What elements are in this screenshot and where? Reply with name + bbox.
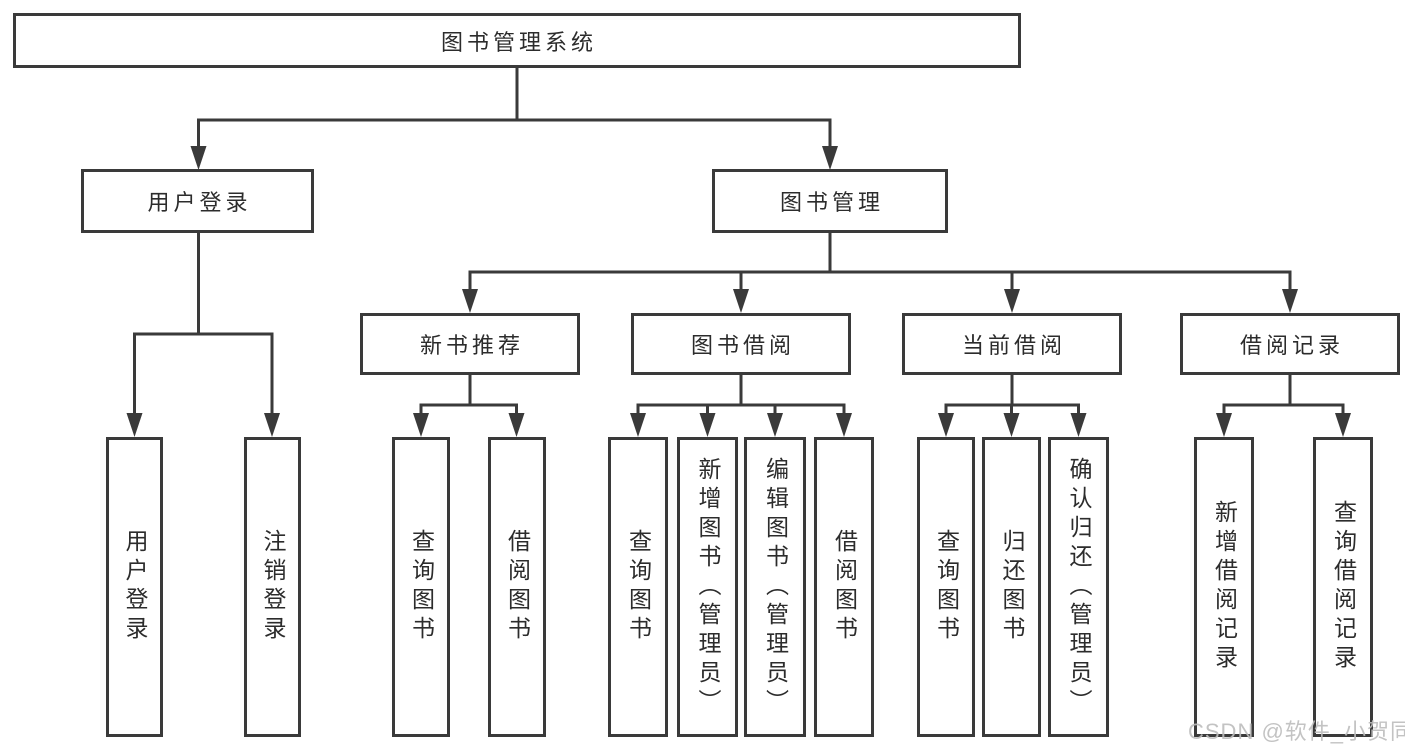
leaf-query-books-1: 查询图书 [392, 437, 450, 737]
node-label: 注销登录 [260, 529, 286, 645]
leaf-query-borrow-record: 查询借阅记录 [1313, 437, 1373, 737]
node-label: 查询图书 [933, 529, 960, 645]
node-label: 用户登录 [122, 529, 148, 645]
node-label: 查询图书 [625, 529, 652, 645]
connector-bookborrow-to-leaves [630, 375, 852, 437]
leaf-user-login: 用户登录 [106, 437, 163, 737]
node-label: 当前借阅 [961, 333, 1066, 358]
connector-newbooks-to-leaves [413, 375, 525, 437]
leaf-query-books-3: 查询图书 [917, 437, 975, 737]
connector-currentborrow-to-leaves [938, 375, 1087, 437]
leaf-borrow-books-1: 借阅图书 [488, 437, 546, 737]
node-book-borrow: 图书借阅 [631, 313, 851, 375]
node-label: 新增图书（管理员） [695, 456, 721, 718]
connector-bookmgmt-to-level3 [462, 233, 1298, 313]
node-label: 图书管理系统 [440, 29, 597, 55]
leaf-add-borrow-record: 新增借阅记录 [1194, 437, 1254, 737]
leaf-query-books-2: 查询图书 [608, 437, 668, 737]
leaf-logout: 注销登录 [244, 437, 301, 737]
node-label: 新书推荐 [419, 333, 524, 358]
node-label: 用户登录 [147, 190, 252, 215]
node-label: 图书借阅 [690, 333, 795, 358]
node-new-book-recommend: 新书推荐 [360, 313, 580, 375]
csdn-watermark: CSDN @软件_小贺同学 [1188, 719, 1405, 744]
node-label: 借阅记录 [1239, 333, 1344, 358]
node-label: 图书管理 [779, 190, 884, 215]
node-label: 借阅图书 [831, 529, 858, 645]
node-label: 编辑图书（管理员） [762, 456, 789, 718]
leaf-return-books: 归还图书 [982, 437, 1041, 737]
node-label: 查询图书 [408, 529, 435, 645]
leaf-confirm-return-admin: 确认归还（管理员） [1048, 437, 1109, 737]
node-label: 查询借阅记录 [1330, 500, 1357, 674]
node-borrow-records: 借阅记录 [1180, 313, 1400, 375]
node-root-system: 图书管理系统 [13, 13, 1021, 68]
node-label: 新增借阅记录 [1211, 500, 1238, 674]
node-book-management: 图书管理 [712, 169, 948, 233]
node-label: 归还图书 [999, 529, 1025, 645]
connector-userlogin-to-leaves [126, 233, 280, 437]
connector-root-to-level2 [190, 68, 838, 170]
node-user-login: 用户登录 [81, 169, 314, 233]
node-label: 确认归还（管理员） [1066, 456, 1092, 718]
leaf-edit-books-admin: 编辑图书（管理员） [744, 437, 806, 737]
leaf-borrow-books-2: 借阅图书 [814, 437, 874, 737]
node-label: 借阅图书 [504, 529, 531, 645]
connector-borrowrecords-to-leaves [1216, 375, 1351, 437]
leaf-add-books-admin: 新增图书（管理员） [677, 437, 738, 737]
node-current-borrow: 当前借阅 [902, 313, 1122, 375]
